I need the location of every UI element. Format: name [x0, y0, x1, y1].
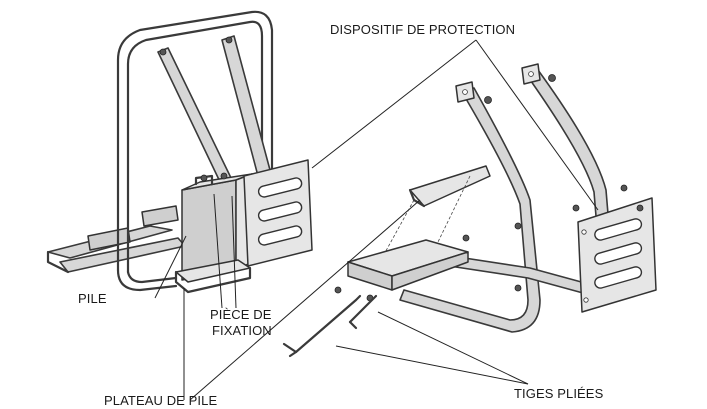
battery-label: PILE	[78, 291, 107, 306]
guard-label: DISPOSITIF DE PROTECTION	[330, 22, 515, 37]
guard-assembly-exploded	[282, 63, 657, 358]
assembled-frame	[46, 10, 313, 294]
tray-label: PLATEAU DE PILE	[104, 393, 217, 408]
clamp-label-line2: FIXATION	[212, 323, 272, 338]
clamp-label-line1: PIÈCE DE	[210, 307, 272, 322]
leader-lines	[154, 39, 599, 401]
rods-label: TIGES PLIÉES	[514, 386, 604, 401]
